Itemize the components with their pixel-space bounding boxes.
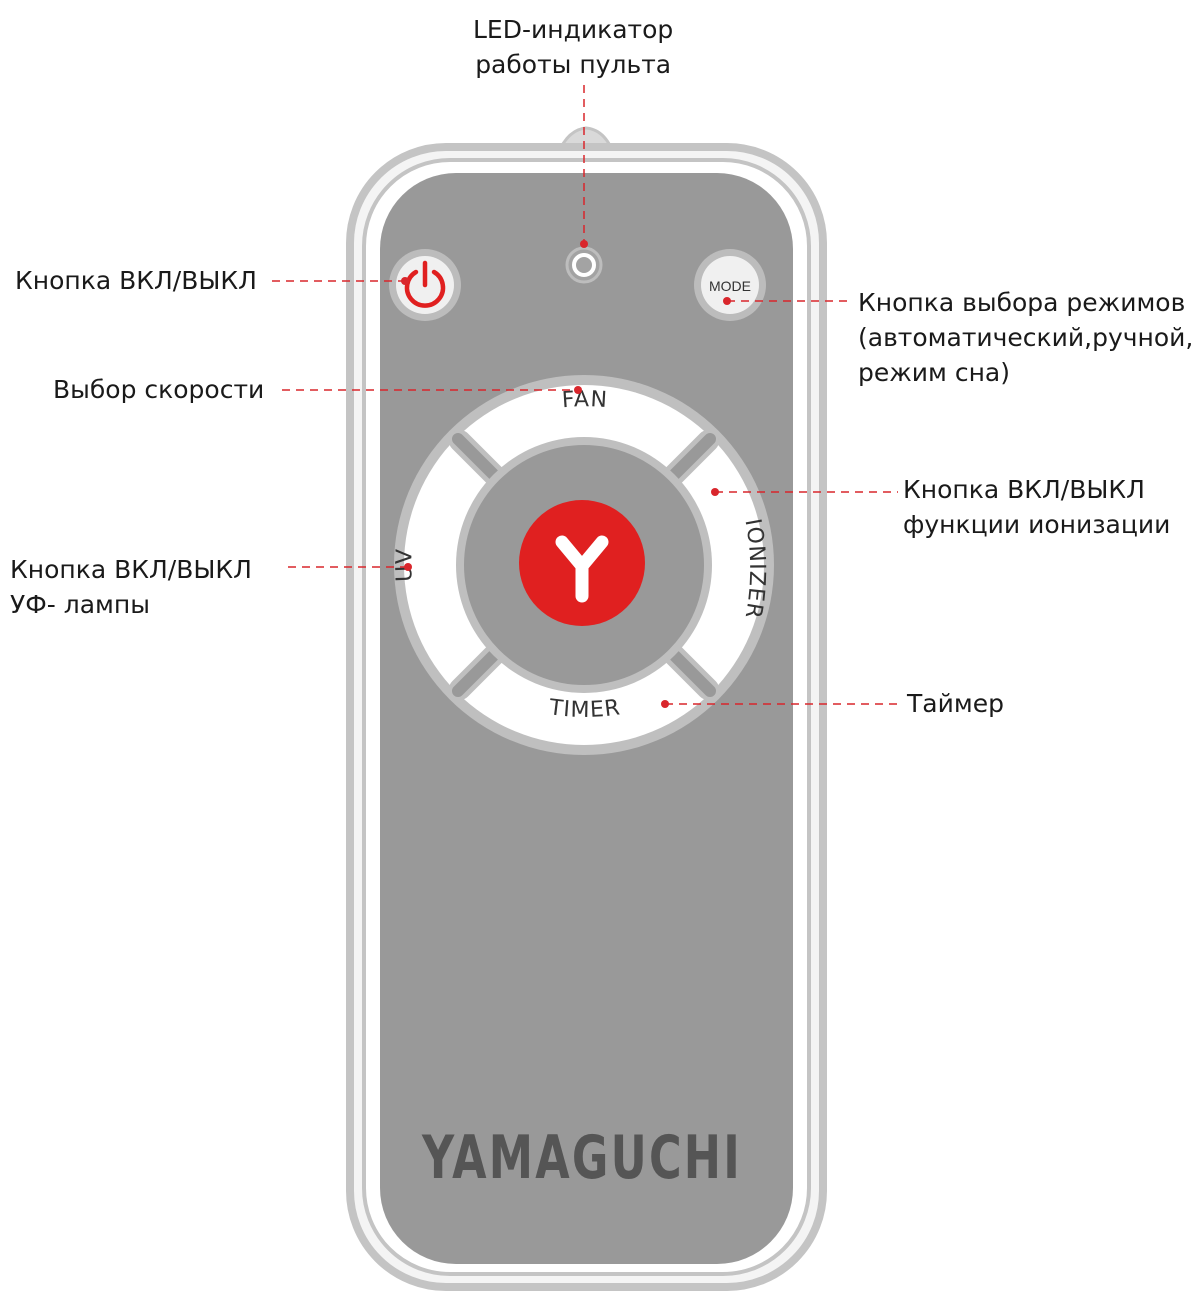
uv-annotation-line-1: Кнопка ВКЛ/ВЫКЛ — [10, 555, 252, 584]
timer-button-label: TIMER — [547, 695, 621, 723]
dot-timer — [661, 700, 669, 708]
led-annotation-line-2: работы пульта — [475, 50, 672, 79]
brand-logo: YAMAGUCHI — [421, 1123, 742, 1193]
power-annotation: Кнопка ВКЛ/ВЫКЛ — [15, 263, 257, 298]
fan-annotation-line-1: Выбор скорости — [53, 375, 265, 404]
dot-ionizer — [711, 488, 719, 496]
led-indicator-icon — [565, 246, 603, 284]
dot-power — [401, 277, 409, 285]
mode-button[interactable]: MODE — [694, 249, 766, 321]
mode-annotation-line-2: (автоматический,ручной, — [858, 323, 1194, 352]
led-annotation: LED-индикатор работы пульта — [473, 12, 673, 82]
leader-lines — [272, 85, 900, 705]
fan-annotation: Выбор скорости — [53, 372, 264, 407]
timer-button[interactable]: TIMER — [547, 695, 622, 723]
dot-led — [580, 240, 588, 248]
timer-annotation-line-1: Таймер — [907, 689, 1004, 718]
power-annotation-line-1: Кнопка ВКЛ/ВЫКЛ — [15, 266, 257, 295]
mode-button-label: MODE — [709, 278, 751, 294]
mode-annotation: Кнопка выбора режимов (автоматический,ру… — [858, 285, 1193, 390]
y-logo-icon — [555, 535, 609, 603]
timer-annotation: Таймер — [907, 686, 1004, 721]
mode-annotation-line-1: Кнопка выбора режимов — [858, 288, 1186, 317]
mode-annotation-line-3: режим сна) — [858, 358, 1010, 387]
led-annotation-line-1: LED-индикатор — [473, 15, 674, 44]
ionizer-annotation-line-1: Кнопка ВКЛ/ВЫКЛ — [903, 475, 1145, 504]
uv-button-label: UV — [392, 548, 417, 582]
uv-button[interactable]: UV — [392, 548, 418, 582]
center-button[interactable] — [519, 500, 645, 626]
dot-mode — [723, 297, 731, 305]
uv-annotation-line-2: УФ- лампы — [10, 590, 150, 619]
dot-uv — [404, 563, 412, 571]
leader-dots — [401, 240, 731, 708]
dot-fan — [574, 386, 582, 394]
power-button[interactable] — [389, 249, 461, 321]
ionizer-annotation-line-2: функции ионизации — [903, 510, 1171, 539]
fan-button-label: FAN — [561, 387, 607, 413]
uv-annotation: Кнопка ВКЛ/ВЫКЛ УФ- лампы — [10, 552, 252, 622]
ionizer-annotation: Кнопка ВКЛ/ВЫКЛ функции ионизации — [903, 472, 1170, 542]
fan-button[interactable]: FAN — [561, 387, 608, 413]
